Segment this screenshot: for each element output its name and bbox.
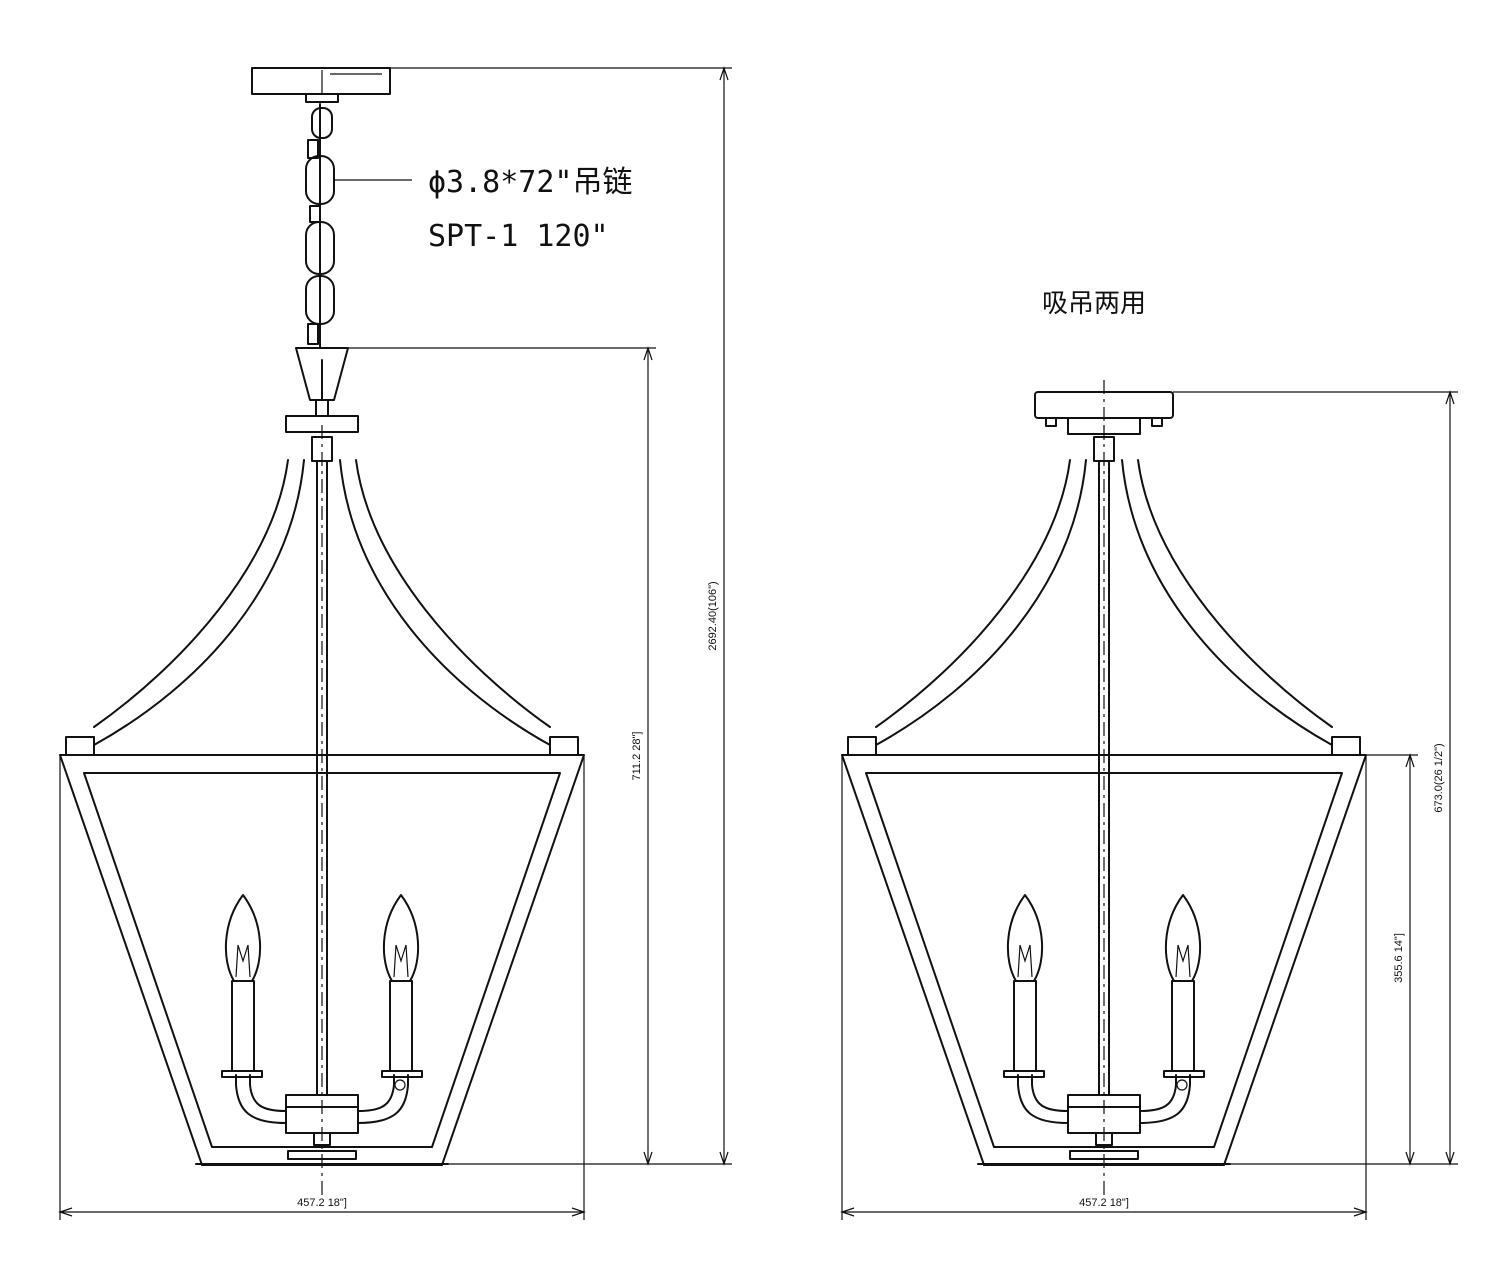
flush-overall-height-label: 673.0(26 1/2") (1433, 743, 1445, 812)
dual-use-label: 吸吊两用 (1042, 289, 1146, 319)
pendant-fixture-height-label: 711.2 28"] (631, 732, 643, 781)
wire-spec-label: SPT-1 120" (428, 219, 609, 254)
pendant-view (58, 66, 732, 1220)
flush-lower-height-label: 355.6 14"] (1393, 933, 1405, 983)
pendant-overall-height-label: 2692.40(106") (707, 581, 719, 650)
chain-spec-label: ϕ3.8*72"吊链 (428, 165, 633, 200)
pendant-width-label: 457.2 18"] (297, 1197, 347, 1209)
flush-width-label: 457.2 18"] (1079, 1197, 1129, 1209)
flush-mount-view (840, 380, 1458, 1220)
